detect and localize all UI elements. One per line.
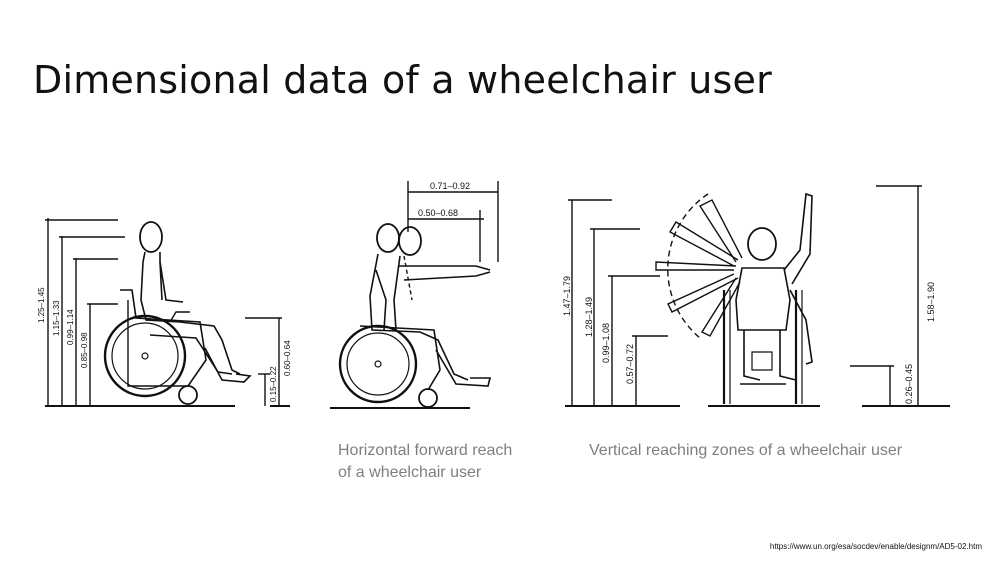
dim-label: 0.15–0.22 — [269, 366, 278, 402]
dim-label: 1.47–1.79 — [562, 276, 572, 316]
dim-label: 0.99–1.14 — [66, 309, 75, 345]
dim-label: 1.15–1.33 — [52, 300, 61, 336]
source-url: https://www.un.org/esa/socdev/enable/des… — [769, 542, 982, 551]
figure-vertical-reach — [565, 185, 950, 407]
dim-label: 0.99–1.08 — [601, 323, 611, 363]
figure-forward-reach — [330, 181, 499, 409]
dim-label: 1.25–1.45 — [37, 287, 46, 323]
vertical-reach-caption: Vertical reaching zones of a wheelchair … — [589, 442, 903, 459]
dim-label: 0.57–0.72 — [625, 344, 635, 384]
dim-label: 0.50–0.68 — [418, 208, 458, 218]
forward-reach-caption: Horizontal forward reach of a wheelchair… — [338, 442, 513, 481]
dim-label: 1.58–1.90 — [926, 282, 936, 322]
figure-side-view — [45, 218, 290, 407]
page-title: Dimensional data of a wheelchair user — [33, 58, 772, 102]
dim-label: 0.71–0.92 — [430, 181, 470, 191]
dim-label: 0.85–0.98 — [80, 332, 89, 368]
dim-label: 0.26–0.45 — [904, 364, 914, 404]
dim-label: 0.60–0.64 — [283, 340, 292, 376]
dim-label: 1.28–1.49 — [584, 297, 594, 337]
